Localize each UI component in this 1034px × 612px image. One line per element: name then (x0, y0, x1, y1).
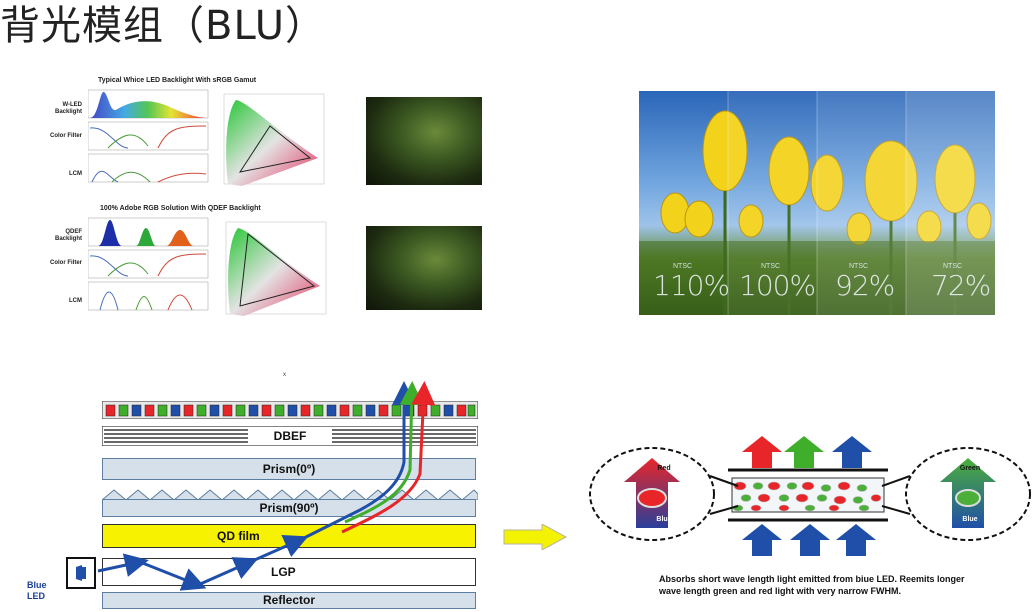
lgp-label: LGP (271, 565, 296, 579)
tulip-comparison-photo: NTSC 110% NTSC 100% NTSC 92% NTSC 72% (639, 91, 995, 315)
blue-led-label: Blue LED (27, 580, 47, 601)
ntsc-value-2: 100% (739, 269, 816, 302)
blue-led-icon (66, 557, 96, 589)
wled-label-filter: Color Filter (49, 133, 82, 139)
wled-spectra (88, 89, 209, 183)
wled-label-backlight: W-LED Backlight (54, 102, 82, 115)
dbef-label: DBEF (273, 429, 307, 443)
reflector-label: Reflector (262, 593, 315, 607)
right-circle-top-label: Green (959, 465, 981, 472)
left-circle-top-label: Red (657, 465, 671, 472)
prism-90-label: Prism(90º) (259, 501, 319, 515)
tulip-field (639, 91, 995, 315)
ntsc-label-2: NTSC (761, 263, 781, 270)
reflector-layer: Reflector (102, 592, 476, 609)
ntsc-value-1: 110% (653, 269, 730, 302)
ntsc-label-1: NTSC (673, 263, 693, 270)
qd-caption: Absorbs short wave length light emitted … (659, 574, 965, 596)
dbef-layer (102, 426, 478, 446)
prism-0-layer: Prism(0º) (102, 458, 476, 480)
wled-panel-title: Typical Whice LED Backlight With sRGB Ga… (98, 77, 257, 84)
prism-teeth (102, 489, 478, 500)
wled-gamut-chart (223, 93, 325, 186)
ntsc-label-3: NTSC (849, 263, 869, 270)
right-circle-bottom-label: Blue (962, 516, 978, 523)
qd-film-label: QD film (217, 529, 260, 543)
qdef-spectra (88, 217, 209, 311)
qdef-label-backlight: QDEF Backlight (54, 229, 82, 242)
ntsc-value-3: 92% (835, 269, 895, 302)
qd-mechanism-diagram (589, 436, 1031, 556)
wled-label-lcm: LCM (69, 171, 82, 177)
yellow-arrow-icon (503, 524, 568, 550)
prism-0-label: Prism(0º) (262, 462, 316, 476)
qdef-label-filter: Color Filter (49, 260, 82, 266)
qdef-panel-title: 100% Adobe RGB Solution With QDEF Backli… (100, 205, 261, 212)
frog-photo-qdef (366, 226, 482, 310)
page-title: 背光模组（BLU） (0, 3, 327, 49)
ntsc-value-4: 72% (931, 269, 991, 302)
qdef-gamut-chart (225, 221, 327, 316)
stray-mark: x (283, 372, 286, 378)
frog-photo-wled (366, 97, 482, 185)
ntsc-label-4: NTSC (943, 263, 963, 270)
left-circle-bottom-label: Blue (656, 516, 672, 523)
qdef-label-lcm: LCM (69, 298, 82, 304)
color-filter-strip (102, 401, 478, 419)
